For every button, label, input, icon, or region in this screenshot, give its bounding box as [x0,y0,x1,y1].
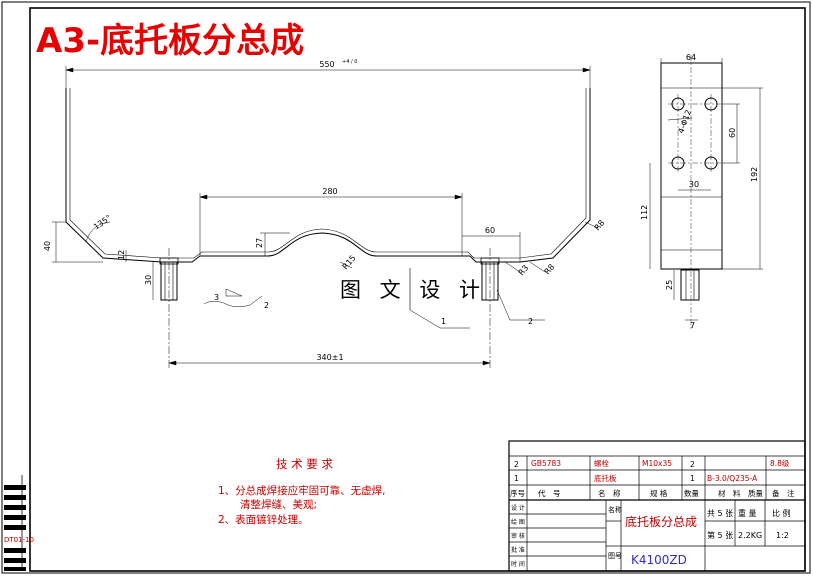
dim-side-64: 64 [686,53,696,62]
role-date: 时 间 [511,560,525,568]
bom-row-1-grade: 8.8级 [770,458,790,468]
bom-row-1-qty: 2 [690,460,695,469]
dim-side-192: 192 [750,167,759,182]
dim-side-25: 25 [665,280,674,290]
dim-bolt-30: 30 [144,275,153,285]
callout-3: 3 [214,293,219,302]
bom-row-1-name: 螺栓 [594,458,609,468]
bom-header-code: 代 号 [538,488,561,498]
weld-callout-2: 2 [264,301,269,310]
bom-row-2-no: 1 [514,474,519,483]
side-dimensions [649,58,763,321]
tech-line-3: 2、表面镀锌处理。 [218,513,309,526]
dim-340: 340±1 [316,353,343,362]
front-view [65,88,591,370]
total-sheets: 共 5 张 [707,509,733,518]
tech-heading: 技 术 要 求 [276,457,333,471]
bom-header-material: 材 料 [718,488,741,498]
tech-line-1: 1、分总成焊接应牢固可靠、无虚焊, [218,484,386,497]
dim-holes: 4-Φ12 [676,109,693,135]
signature-rows: 设 计 绘 图 审 核 批 准 时 间 [511,504,525,568]
code-label: 图号 [608,552,622,560]
bom-header-name: 名 称 [598,488,621,498]
callout-1: 1 [441,317,446,326]
dim-r8-a: R8 [543,262,557,276]
role-design: 设 计 [511,504,525,512]
role-draw: 绘 图 [511,518,525,526]
technical-requirements: 技 术 要 求 1、分总成焊接应牢固可靠、无虚焊, 清整焊缝、美观; 2、表面镀… [218,457,386,526]
dim-angle: 135° [92,213,113,231]
dim-280: 280 [322,187,337,196]
bom-header-spec: 规 格 [650,488,668,498]
bom-header-remark: 备 注 [772,488,795,498]
dim-40: 40 [43,241,52,251]
front-dimensions [52,66,599,366]
sheet-number: 第 5 张 [707,530,733,540]
dim-12: 12 [117,250,126,260]
name-label: 名称 [608,505,622,514]
weight-label: 重 量 [738,508,757,518]
role-approve: 批 准 [511,546,525,554]
bom-row-2-qty: 1 [690,474,695,483]
bom-header-mass: 质量 [748,488,763,498]
drawing-title: A3-底托板分总成 [36,21,304,61]
bom-row-1-spec: M10x35 [642,459,672,468]
dim-side-7: 7 [690,321,695,330]
dim-550: 550 [319,60,334,69]
dim-27: 27 [255,238,264,248]
tech-line-2: 清整焊缝、美观; [240,498,317,511]
dim-side-30: 30 [689,180,699,189]
callout-2: 2 [528,317,533,326]
dim-r8-b: R8 [593,218,607,232]
bom-table: 2 GB5783 螺栓 M10x35 2 8.8级 1 底托板 1 B-3.0/… [510,458,795,498]
bom-row-1-code: GB5783 [531,459,561,468]
watermark: 图 文 设 计 [340,278,486,302]
dim-r15: R15 [341,253,358,271]
dim-550-tol: +4 / 0 [342,59,357,65]
scale-value: 1:2 [776,531,789,540]
bom-row-2-material: B-3.0/Q235-A [707,474,758,483]
dim-side-60: 60 [728,128,737,138]
left-margin-marks [4,475,26,571]
drawing-code: K4100ZD [631,553,687,567]
drawing-name: 底托板分总成 [625,514,697,529]
weight-value: 2.2KG [738,531,762,540]
bom-header-qty: 数量 [684,488,699,498]
title-block [508,440,806,572]
left-tag: DT01-10 [4,536,34,544]
bom-header-no: 序号 [510,488,525,498]
bom-row-2-name: 底托板 [594,473,617,483]
dim-r3: R3 [517,263,531,277]
bom-row-1-no: 2 [514,460,519,469]
dim-60: 60 [485,226,495,235]
inner-frame [29,7,806,572]
dim-side-112: 112 [640,205,649,220]
role-check: 审 核 [511,532,525,540]
scale-label: 比 例 [772,508,791,518]
